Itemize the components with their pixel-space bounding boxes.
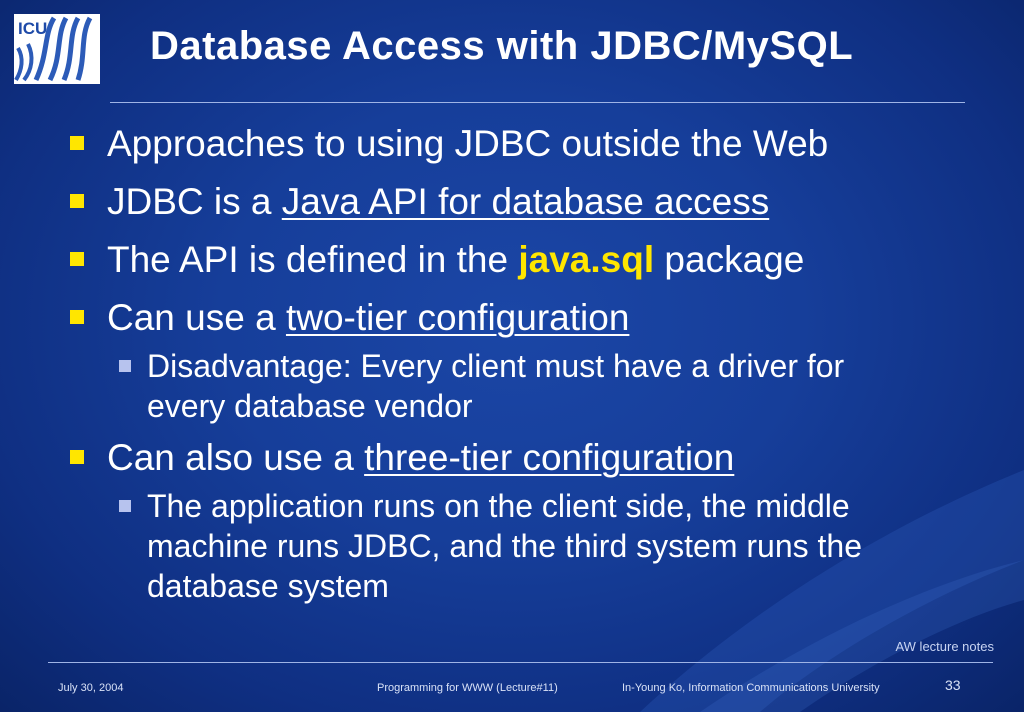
bullet-link[interactable]: three-tier configuration — [364, 437, 735, 478]
footer-divider — [48, 662, 993, 663]
package-name: java.sql — [518, 239, 655, 280]
square-bullet-icon — [70, 310, 84, 324]
bullet-item: JDBC is a Java API for database access — [70, 180, 970, 224]
bullet-link[interactable]: Java API for database access — [281, 181, 770, 222]
footer-course: Programming for WWW (Lecture#11) — [377, 682, 558, 694]
bullet-item: Approaches to using JDBC outside the Web — [70, 122, 970, 166]
bullet-item: Can use a two-tier configuration — [70, 296, 970, 340]
bullet-item: The API is defined in the java.sql packa… — [70, 238, 970, 282]
source-note: AW lecture notes — [895, 639, 994, 654]
square-bullet-icon — [70, 252, 84, 266]
logo-text: ICU — [18, 19, 47, 38]
square-bullet-icon — [70, 136, 84, 150]
square-bullet-icon — [70, 194, 84, 208]
bullet-text: Approaches to using JDBC outside the Web — [107, 123, 829, 164]
bullet-text: The API is defined in the — [107, 239, 519, 280]
sub-bullet-item: Disadvantage: Every client must have a d… — [119, 346, 927, 426]
bullet-text: JDBC is a — [107, 181, 282, 222]
bullet-text: Can also use a — [107, 437, 365, 478]
sub-bullet-text: The application runs on the client side,… — [147, 488, 862, 604]
title-divider — [110, 102, 965, 103]
bullet-item: Can also use a three-tier configuration — [70, 436, 970, 480]
icu-logo: ICU — [14, 14, 100, 84]
square-bullet-icon — [70, 450, 84, 464]
bullet-list: Approaches to using JDBC outside the Web… — [70, 122, 970, 616]
sub-bullet-text: Disadvantage: Every client must have a d… — [147, 348, 845, 424]
bullet-link[interactable]: two-tier configuration — [285, 297, 630, 338]
square-bullet-icon — [119, 500, 131, 512]
sub-bullet-item: The application runs on the client side,… — [119, 486, 927, 606]
slide-title: Database Access with JDBC/MySQL — [150, 24, 854, 68]
page-number: 33 — [945, 677, 961, 693]
square-bullet-icon — [119, 360, 131, 372]
footer-date: July 30, 2004 — [58, 682, 124, 694]
footer-author: In-Young Ko, Information Communications … — [622, 682, 880, 694]
bullet-text: Can use a — [107, 297, 286, 338]
bullet-text: package — [654, 239, 805, 280]
